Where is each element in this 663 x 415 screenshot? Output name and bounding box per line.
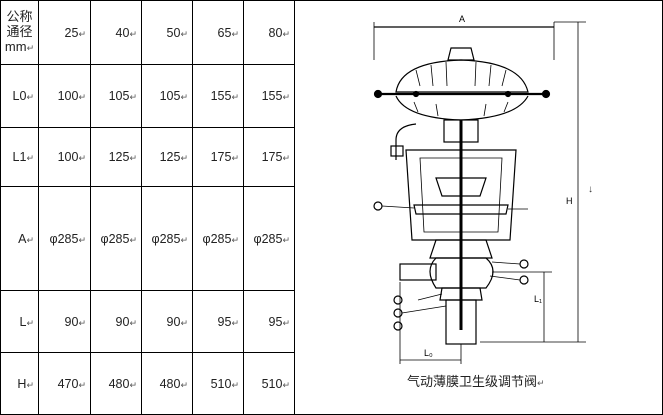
bolt xyxy=(541,89,551,99)
table-cell: 510↵ xyxy=(192,352,244,415)
table-cell: 80↵ xyxy=(243,0,295,65)
table-row: L1↵ 100↵ 125↵ 125↵ 175↵ 175↵ xyxy=(0,127,295,187)
table-cell: φ285↵ xyxy=(243,186,295,291)
callout-leader xyxy=(491,261,521,265)
row-label: L0↵ xyxy=(0,64,39,128)
side-arrow-mark: ↓ xyxy=(588,184,593,195)
label-h: H xyxy=(566,196,573,206)
table-cell: 100↵ xyxy=(38,127,91,187)
label-l0: L₀ xyxy=(424,348,433,358)
actuator-lower-cover xyxy=(395,95,529,121)
callout-balloon xyxy=(373,201,383,211)
callout-leader xyxy=(401,305,447,314)
table-cell: φ285↵ xyxy=(192,186,244,291)
table-cell: 125↵ xyxy=(141,127,193,187)
table-cell: 470↵ xyxy=(38,352,91,415)
yoke-frame xyxy=(405,149,517,241)
table-cell: 90↵ xyxy=(90,290,142,353)
actuator-ribs xyxy=(413,61,509,117)
label-l1: L₁ xyxy=(534,294,542,304)
header-cell-nominal-diameter: 公称 通径 mm↵ xyxy=(0,0,39,65)
table-cell: 105↵ xyxy=(141,64,193,128)
row-label: L↵ xyxy=(0,290,39,353)
table-cell: φ285↵ xyxy=(90,186,142,291)
table-cell: φ285↵ xyxy=(38,186,91,291)
table-cell: 90↵ xyxy=(141,290,193,353)
table-row: L↵ 90↵ 90↵ 90↵ 95↵ 95↵ xyxy=(0,290,295,353)
bonnet xyxy=(429,239,493,259)
table-cell: 155↵ xyxy=(192,64,244,128)
bolt xyxy=(504,90,512,98)
table-row: 公称 通径 mm↵ 25↵ 40↵ 50↵ 65↵ 80↵ xyxy=(0,0,295,65)
label-a: A xyxy=(459,14,465,24)
table-cell: 175↵ xyxy=(243,127,295,187)
actuator-top-cap xyxy=(447,47,475,61)
callout-balloon xyxy=(393,295,403,305)
stem-connector xyxy=(435,177,487,197)
table-row: H↵ 470↵ 480↵ 480↵ 510↵ 510↵ xyxy=(0,352,295,415)
table-cell: 510↵ xyxy=(243,352,295,415)
table-cell: φ285↵ xyxy=(141,186,193,291)
table-cell: 155↵ xyxy=(243,64,295,128)
clamp-lower xyxy=(439,287,483,301)
table-cell: 95↵ xyxy=(243,290,295,353)
valve-drawing: A H L₁ L₀ xyxy=(373,14,586,364)
table-cell: 100↵ xyxy=(38,64,91,128)
table-cell: 175↵ xyxy=(192,127,244,187)
table-cell: 480↵ xyxy=(141,352,193,415)
inlet-pipe xyxy=(399,263,437,281)
table-cell: 25↵ xyxy=(38,0,91,65)
table-cell: 90↵ xyxy=(38,290,91,353)
yoke-window xyxy=(419,157,503,233)
row-label: H↵ xyxy=(0,352,39,415)
callout-balloon xyxy=(393,308,403,318)
table-cell: 95↵ xyxy=(192,290,244,353)
callout-balloon xyxy=(393,321,403,331)
valve-body xyxy=(429,257,494,289)
bolt xyxy=(373,89,383,99)
callout-leader xyxy=(489,275,521,281)
table-cell: 105↵ xyxy=(90,64,142,128)
bolt xyxy=(412,90,420,98)
table-cell: 40↵ xyxy=(90,0,142,65)
row-label: A↵ xyxy=(0,186,39,291)
actuator-upper-cover xyxy=(395,59,529,93)
air-fitting xyxy=(390,145,404,157)
table-cell: 480↵ xyxy=(90,352,142,415)
figure-caption: 气动薄膜卫生级调节阀↵ xyxy=(407,374,545,389)
positioner-plate xyxy=(413,204,509,215)
row-label: L1↵ xyxy=(0,127,39,187)
callout-balloon xyxy=(519,259,529,269)
callout-balloon xyxy=(519,275,529,285)
table-row: A↵ φ285↵ φ285↵ φ285↵ φ285↵ φ285↵ xyxy=(0,186,295,291)
clamp-handle xyxy=(417,293,443,301)
table-row: L0↵ 100↵ 105↵ 105↵ 155↵ 155↵ xyxy=(0,64,295,128)
dimension-table: 公称 通径 mm↵ 25↵ 40↵ 50↵ 65↵ 80↵ L0↵ 100↵ 1… xyxy=(0,0,295,415)
table-cell: 125↵ xyxy=(90,127,142,187)
air-tube xyxy=(395,123,417,160)
table-cell: 65↵ xyxy=(192,0,244,65)
callout-leader xyxy=(381,205,415,209)
table-cell: 50↵ xyxy=(141,0,193,65)
